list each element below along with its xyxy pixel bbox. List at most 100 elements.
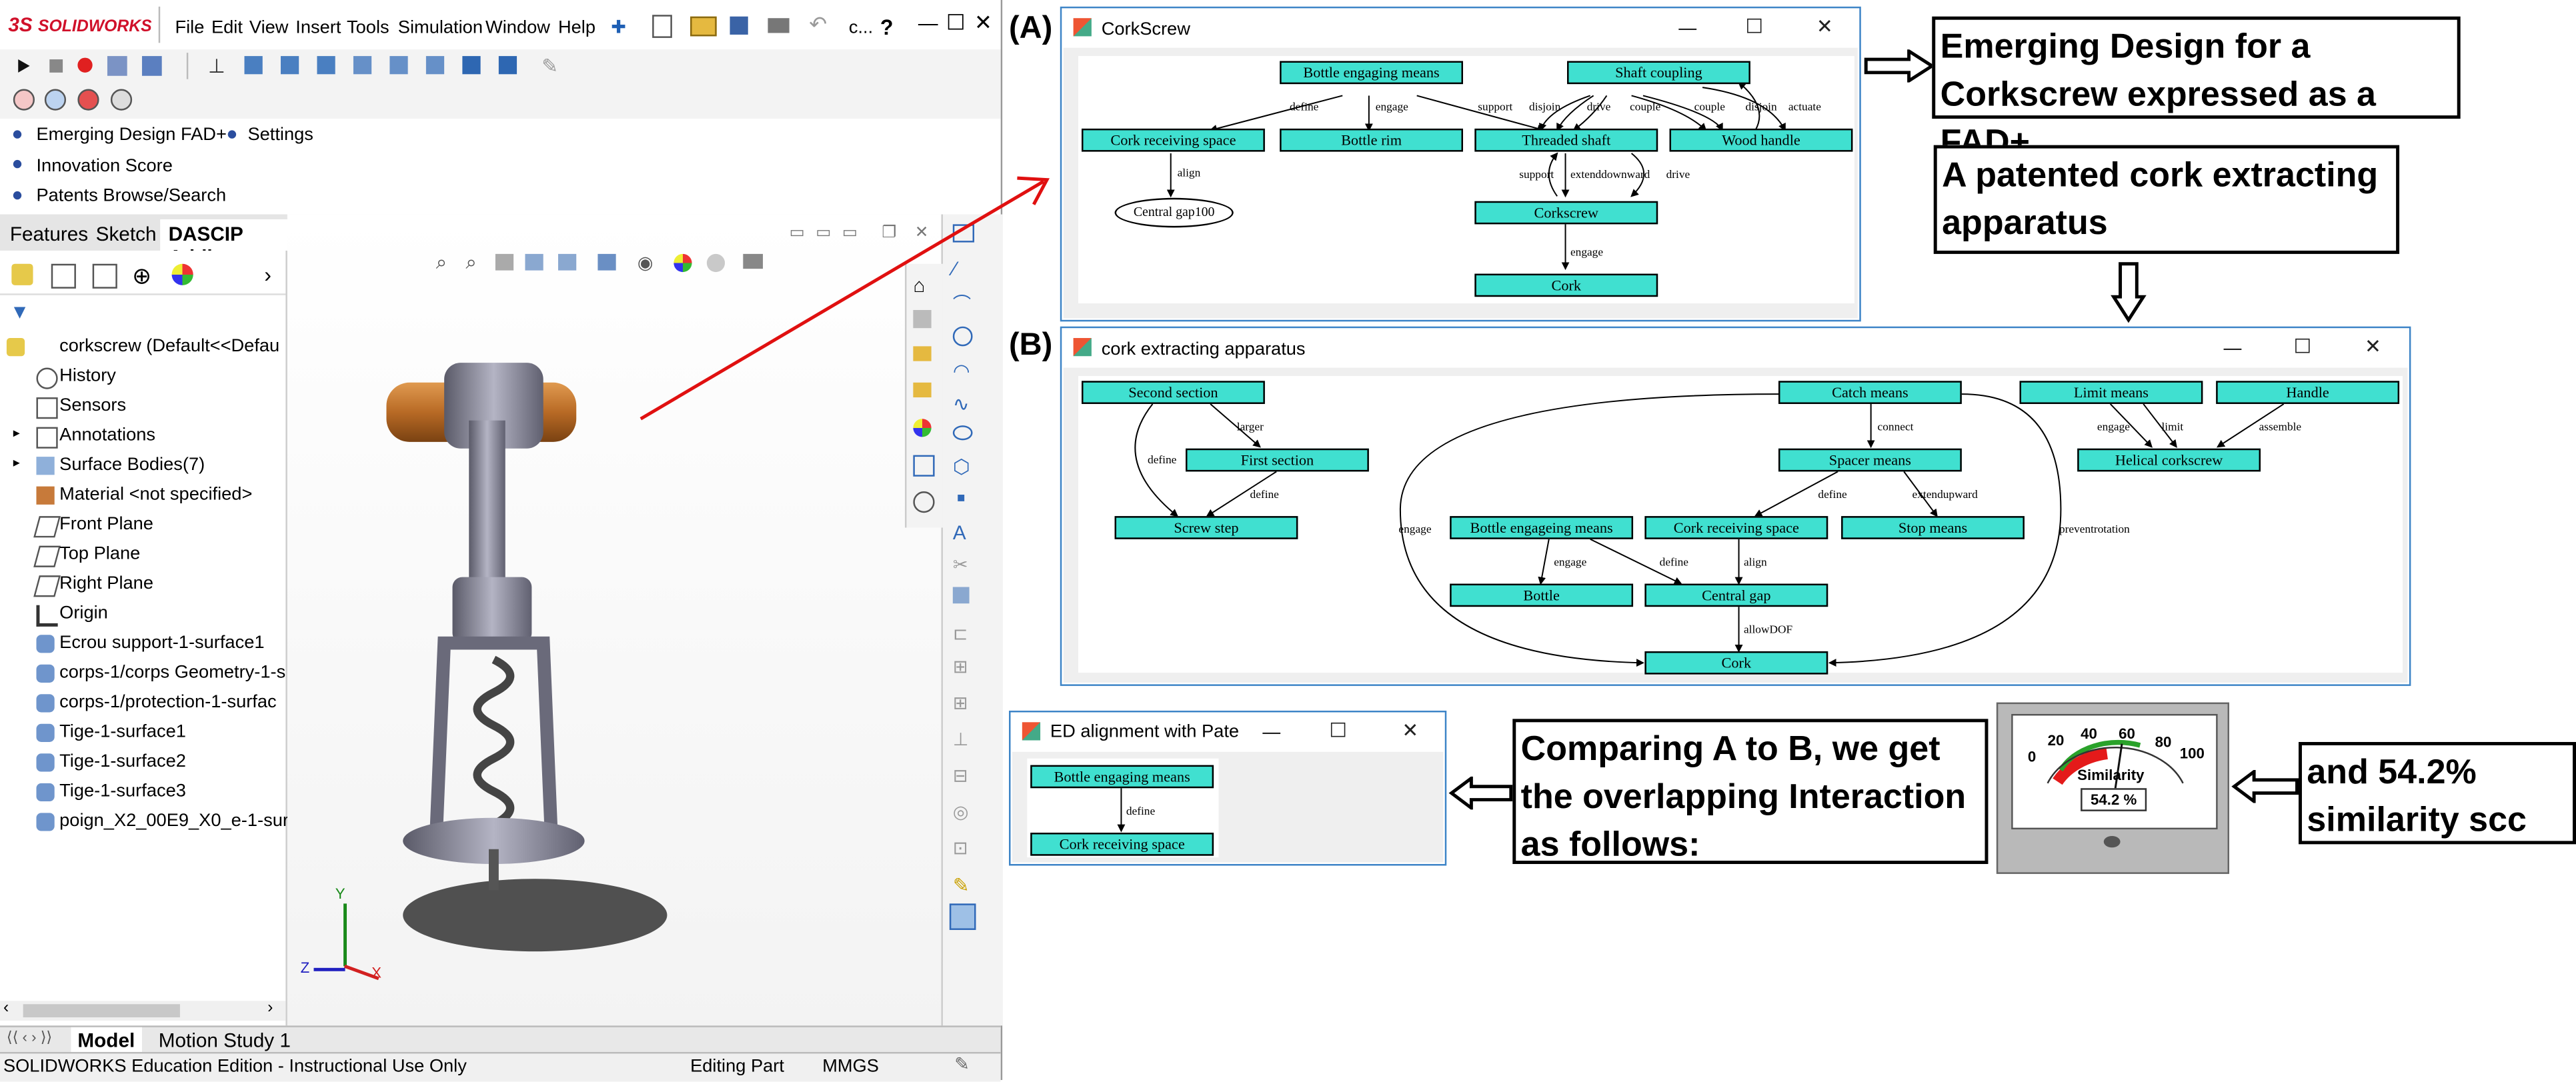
point-tool-icon[interactable] xyxy=(958,494,965,501)
minimize-button[interactable]: — xyxy=(1677,16,1698,40)
node-second-section[interactable]: Second section xyxy=(1081,381,1265,404)
maximize-button[interactable]: ☐ xyxy=(2293,335,2312,358)
shaded-sketch-icon[interactable] xyxy=(949,903,976,930)
minimize-button[interactable]: — xyxy=(918,11,938,35)
offset-tool-icon[interactable]: ⊏ xyxy=(952,625,968,645)
cube-view-2-icon[interactable] xyxy=(280,56,299,75)
property-icon[interactable] xyxy=(51,263,76,289)
new-document-icon[interactable] xyxy=(652,15,672,38)
node-first-section[interactable]: First section xyxy=(1185,448,1369,472)
addin-3-icon[interactable] xyxy=(77,89,99,111)
quick-snap-icon[interactable]: ⊡ xyxy=(952,839,968,859)
node-wood-handle[interactable]: Wood handle xyxy=(1669,128,1853,152)
help-icon[interactable]: ? xyxy=(880,15,894,40)
node-corkscrew[interactable]: Corkscrew xyxy=(1474,201,1658,225)
macro-icon[interactable] xyxy=(107,56,127,76)
link-emerging-design[interactable]: Emerging Design FAD+ xyxy=(36,125,227,145)
cube-view-1-icon[interactable] xyxy=(244,56,263,75)
addin-4-icon[interactable] xyxy=(110,89,133,111)
split-view-icon[interactable]: ▭ xyxy=(789,224,806,243)
cube-view-3-icon[interactable] xyxy=(317,56,335,75)
node-bottle-engaging-means[interactable]: Bottle engaging means xyxy=(1030,765,1214,789)
minimize-button[interactable]: — xyxy=(2223,336,2243,360)
units-status[interactable]: MMGS xyxy=(822,1057,879,1077)
hide-show-icon[interactable]: ◉ xyxy=(637,253,654,274)
file-explorer-icon[interactable] xyxy=(913,382,932,398)
view-orientation-icon[interactable] xyxy=(557,253,577,271)
close-button[interactable]: ✕ xyxy=(2365,335,2381,358)
close-icon[interactable]: ✕ xyxy=(914,224,929,243)
custom-properties-icon[interactable] xyxy=(913,455,935,477)
maximize-button[interactable]: ☐ xyxy=(1745,15,1764,38)
circle-tool-icon[interactable] xyxy=(952,326,973,347)
cube-view-7-icon[interactable] xyxy=(462,56,481,75)
menu-tools[interactable]: Tools xyxy=(347,18,389,38)
chevron-right-icon[interactable]: › xyxy=(264,262,271,287)
minimize-button[interactable]: — xyxy=(1261,720,1282,744)
node-shaft-coupling[interactable]: Shaft coupling xyxy=(1567,61,1750,85)
close-button[interactable]: ✕ xyxy=(1816,15,1833,38)
spline-tool-icon[interactable]: ∿ xyxy=(952,392,970,416)
feature-tree-icon[interactable] xyxy=(11,263,33,285)
save-icon[interactable] xyxy=(730,16,748,35)
link-innovation-score[interactable]: Innovation Score xyxy=(36,156,173,177)
menu-insert[interactable]: Insert xyxy=(295,18,341,38)
section-view-icon[interactable] xyxy=(525,253,543,271)
horizontal-scrollbar[interactable]: ‹ › xyxy=(0,999,286,1021)
line-tool-icon[interactable]: ⁄ xyxy=(952,257,956,281)
anchor-icon[interactable]: ⊥ xyxy=(208,54,225,78)
target-icon[interactable]: ⊕ xyxy=(132,262,152,289)
macro-edit-icon[interactable] xyxy=(141,56,162,76)
undo-icon[interactable]: ↶ xyxy=(809,11,828,37)
node-handle[interactable]: Handle xyxy=(2216,381,2400,404)
node-bottle-rim[interactable]: Bottle rim xyxy=(1280,128,1464,152)
link-patents-browse[interactable]: Patents Browse/Search xyxy=(36,186,227,207)
node-cork[interactable]: Cork xyxy=(1644,651,1828,675)
close-button[interactable]: ✕ xyxy=(1402,719,1419,742)
trim-tool-icon[interactable]: ✂ xyxy=(952,555,968,576)
resources-icon[interactable] xyxy=(913,309,932,329)
scroll-right-icon[interactable]: › xyxy=(267,999,273,1018)
addin-2-icon[interactable] xyxy=(44,89,67,111)
appearance-icon[interactable] xyxy=(171,263,193,285)
node-spacer-means[interactable]: Spacer means xyxy=(1778,448,1962,472)
pattern-tool-icon[interactable]: ⊞ xyxy=(952,694,968,714)
node-central-gap[interactable]: Central gap100 xyxy=(1114,197,1234,228)
appearances-icon[interactable] xyxy=(913,419,932,437)
previous-view-icon[interactable] xyxy=(495,253,514,271)
move-tool-icon[interactable]: ⊥ xyxy=(952,730,969,751)
node-catch-means[interactable]: Catch means xyxy=(1778,381,1962,404)
nav-arrows[interactable]: ⟨⟨ ‹ › ⟩⟩ xyxy=(6,1029,53,1046)
filter-icon[interactable]: ▼ xyxy=(9,300,30,323)
restore-icon[interactable]: ❐ xyxy=(882,224,897,243)
instant-2d-icon[interactable]: ✎ xyxy=(952,873,970,897)
cube-view-4-icon[interactable] xyxy=(353,56,372,75)
maximize-button[interactable]: ☐ xyxy=(1329,719,1348,742)
ellipse-tool-icon[interactable] xyxy=(952,425,973,441)
menu-view[interactable]: View xyxy=(249,18,289,38)
menu-help[interactable]: Help xyxy=(557,18,596,38)
scene-icon[interactable] xyxy=(706,253,726,273)
print-icon[interactable] xyxy=(768,18,790,33)
graphics-area[interactable]: ⌕ ⌕ ◉ ▭ ▭ ▭ ❐ ✕ xyxy=(287,214,942,1026)
play-icon[interactable] xyxy=(18,59,30,73)
split-view-icon[interactable]: ▭ xyxy=(816,224,832,243)
addin-1-icon[interactable] xyxy=(13,89,35,111)
polygon-tool-icon[interactable]: ⬡ xyxy=(952,455,970,479)
expand-icon[interactable]: ▸ xyxy=(13,455,20,470)
dascip-icon[interactable] xyxy=(913,491,935,513)
node-cork-receiving-space[interactable]: Cork receiving space xyxy=(1081,128,1265,152)
node-screw-step[interactable]: Screw step xyxy=(1114,516,1298,539)
node-bottle-engaging-means[interactable]: Bottle engaging means xyxy=(1280,61,1464,85)
home-icon[interactable]: ⌂ xyxy=(913,273,926,297)
zoom-area-icon[interactable]: ⌕ xyxy=(465,250,477,274)
cube-view-8-icon[interactable] xyxy=(498,56,517,75)
config-icon[interactable] xyxy=(92,263,117,289)
node-bottle-engageing-means[interactable]: Bottle engageing means xyxy=(1450,516,1634,539)
text-tool-icon[interactable]: A xyxy=(952,521,966,545)
scroll-left-icon[interactable]: ‹ xyxy=(3,999,9,1018)
edit-appearance-icon[interactable] xyxy=(674,253,692,273)
convert-tool-icon[interactable] xyxy=(952,587,970,604)
close-button[interactable]: ✕ xyxy=(974,9,993,35)
arc-tool-icon[interactable]: ◠ xyxy=(952,359,970,383)
